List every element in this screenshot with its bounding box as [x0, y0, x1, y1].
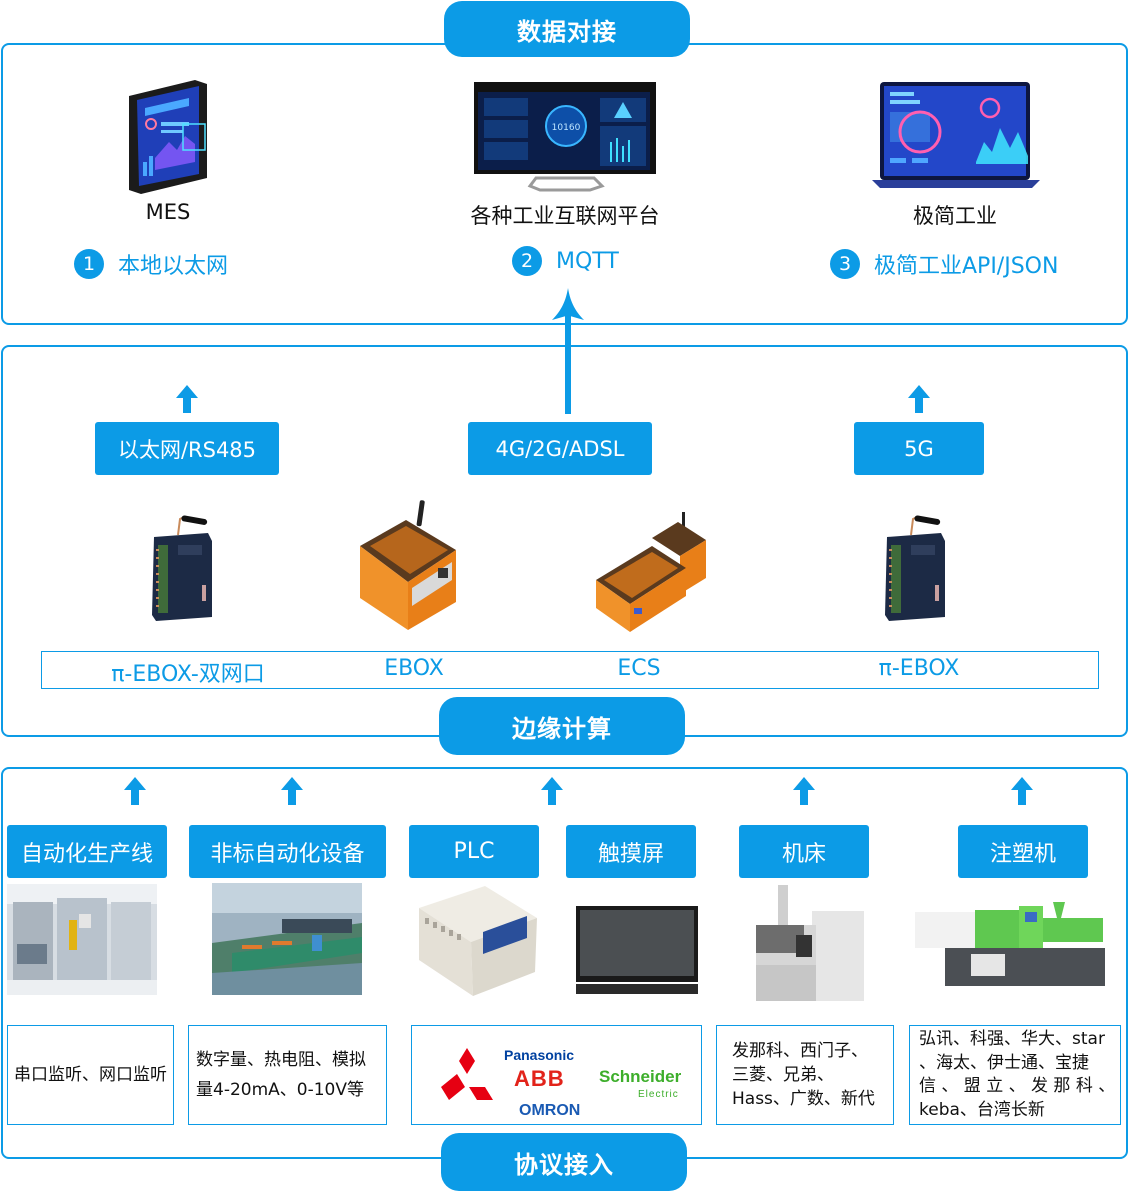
production-line-photo	[7, 884, 157, 995]
device-label-ecs: ECS	[617, 656, 661, 681]
network-tag-4g-2g-adsl: 4G/2G/ADSL	[468, 422, 652, 475]
injection-molding-machine-photo	[915, 902, 1105, 988]
source-tag-nonstandard-equipment: 非标自动化设备	[189, 825, 386, 878]
source-tag-plc: PLC	[409, 825, 539, 878]
up-arrow-icon	[281, 777, 303, 805]
assembly-line-photo	[212, 883, 362, 995]
connection-api: 3 极简工业API/JSON	[830, 248, 1058, 280]
up-arrow-icon	[176, 385, 198, 413]
number-badge: 2	[512, 246, 542, 276]
plc-device-photo	[411, 880, 541, 1000]
platform-name-iiot: 各种工业互联网平台	[470, 204, 660, 228]
connection-mqtt: 2 MQTT	[512, 246, 619, 276]
protocol-text-line: 数字量、热电阻、模拟	[196, 1049, 366, 1070]
connection-label: 本地以太网	[118, 254, 229, 279]
schneider-logo: Schneider	[599, 1067, 682, 1086]
abb-logo: ABB	[514, 1066, 565, 1091]
protocol-text-line: 量4-20mA、0-10V等	[196, 1079, 364, 1100]
device-label-pi-ebox-dual: π-EBOX-双网口	[111, 662, 265, 687]
protocol-box-cnc-brands: 发那科、西门子、 三菱、兄弟、 Hass、广数、新代	[716, 1025, 894, 1125]
pi-ebox-device-image	[881, 505, 953, 625]
protocol-text-line: keba、台湾长新	[919, 1099, 1045, 1120]
platform-name-jijian: 极简工业	[913, 204, 997, 228]
up-arrow-icon	[908, 385, 930, 413]
ecs-device-image	[594, 508, 710, 634]
mitsubishi-logo	[437, 1048, 497, 1100]
long-up-arrow-icon	[548, 286, 588, 414]
ebox-device-image	[356, 498, 464, 634]
protocol-text: 串口监听、网口监听	[14, 1064, 167, 1085]
machine-tool-photo	[748, 885, 870, 1003]
number-badge: 1	[74, 249, 104, 279]
protocol-text-line: Hass、广数、新代	[732, 1089, 875, 1109]
protocol-access-title: 协议接入	[441, 1133, 687, 1191]
network-tag-ethernet-rs485: 以太网/RS485	[95, 422, 279, 475]
panasonic-logo: Panasonic	[504, 1047, 575, 1063]
protocol-box-plc-brands: Panasonic ABB OMRON Schneider Electric	[411, 1025, 702, 1125]
data-integration-title: 数据对接	[444, 1, 690, 57]
source-tag-production-line: 自动化生产线	[7, 825, 167, 878]
protocol-text-line: 发那科、西门子、	[732, 1041, 868, 1061]
up-arrow-icon	[793, 777, 815, 805]
source-tag-injection-molding: 注塑机	[958, 825, 1088, 878]
svg-text:10160: 10160	[552, 123, 581, 133]
up-arrow-icon	[541, 777, 563, 805]
source-tag-touchscreen: 触摸屏	[566, 825, 696, 878]
monitor-dashboard-icon: 10160	[474, 82, 658, 192]
edge-device-labels: π-EBOX-双网口 EBOX ECS π-EBOX	[41, 651, 1099, 689]
device-label-pi-ebox: π-EBOX	[878, 656, 960, 681]
edge-computing-title: 边缘计算	[439, 697, 685, 755]
up-arrow-icon	[1011, 777, 1033, 805]
number-badge: 3	[830, 249, 860, 279]
platform-name-mes: MES	[145, 200, 191, 224]
schneider-electric-subtitle: Electric	[638, 1089, 679, 1100]
connection-label: MQTT	[556, 248, 619, 274]
protocol-box-injection-brands: 弘讯、科强、华大、star 、海太、伊士通、宝捷 信 、 盟 立 、 发 那 科…	[909, 1025, 1121, 1125]
connection-ethernet: 1 本地以太网	[74, 248, 228, 280]
connection-label: 极简工业API/JSON	[874, 254, 1059, 279]
up-arrow-icon	[124, 777, 146, 805]
protocol-box-io-signals: 数字量、热电阻、模拟 量4-20mA、0-10V等	[188, 1025, 387, 1125]
protocol-text-line: 三菱、兄弟、	[732, 1065, 834, 1085]
protocol-text-line: 弘讯、科强、华大、star	[919, 1029, 1105, 1049]
source-tag-machine-tool: 机床	[739, 825, 869, 878]
laptop-dashboard-icon	[872, 82, 1040, 190]
protocol-text-line: 信 、 盟 立 、 发 那 科 、	[919, 1076, 1116, 1096]
device-label-ebox: EBOX	[384, 656, 444, 681]
omron-logo: OMRON	[519, 1102, 581, 1119]
protocol-box-serial-network: 串口监听、网口监听	[7, 1025, 174, 1125]
touchscreen-photo	[576, 906, 698, 996]
network-tag-5g: 5G	[854, 422, 984, 475]
pi-ebox-dual-port-device-image	[148, 505, 220, 625]
protocol-text-line: 、海太、伊士通、宝捷	[919, 1052, 1089, 1073]
tablet-dashboard-icon	[125, 78, 209, 196]
